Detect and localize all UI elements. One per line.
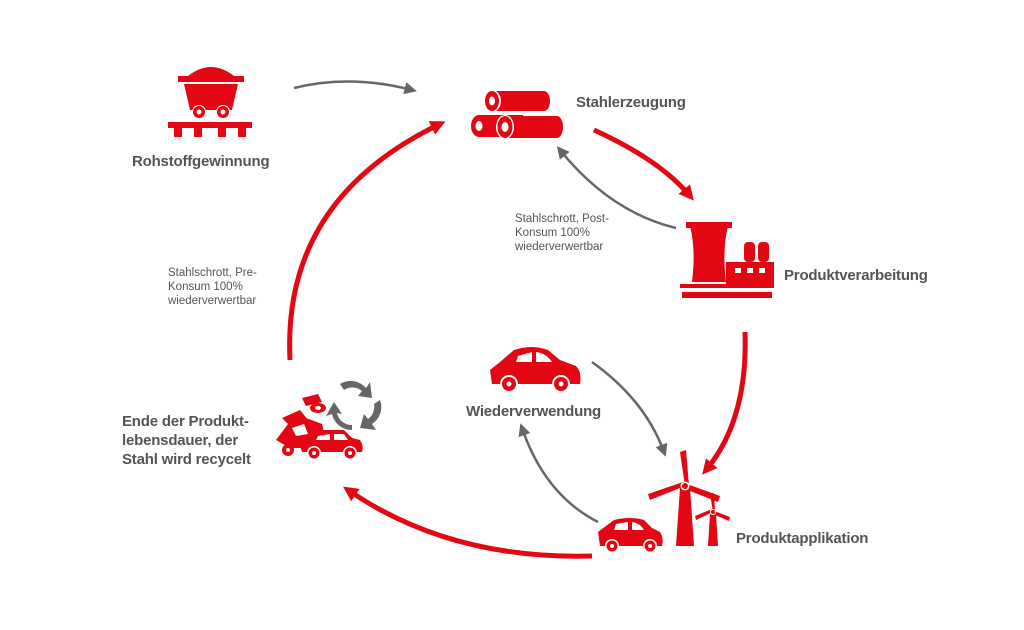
- label-raw-material: Rohstoffgewinnung: [132, 153, 270, 170]
- note-pre-consumer-scrap: Stahlschrott, Pre-Konsum 100% wiederverw…: [168, 267, 257, 307]
- note-post-consumer-scrap: Stahlschrott, Post-Konsum 100% wiederver…: [515, 213, 609, 253]
- arrow-reuse-to-application: [591, 360, 668, 457]
- arrow-processing-to-application: [702, 331, 748, 475]
- steel-pipes-icon: [471, 90, 563, 139]
- label-end-of-life: Ende der Produkt-lebensdauer, der Stahl …: [122, 413, 251, 468]
- arrow-application-back-to-reuse: [518, 423, 599, 524]
- label-reuse: Wiederverwendung: [466, 403, 602, 420]
- scrap-recycling-icon: [276, 380, 382, 460]
- car-icon: [490, 347, 581, 393]
- arrow-raw-to-production: [293, 80, 417, 95]
- factory-icon: [680, 222, 774, 298]
- label-product-processing: Produktverarbeitung: [784, 267, 928, 284]
- label-product-application: Produktapplikation: [736, 530, 869, 547]
- arrow-processing-back-to-production: [556, 146, 677, 230]
- label-steel-production: Stahlerzeugung: [576, 94, 686, 111]
- arrow-production-to-processing: [592, 127, 694, 201]
- wind-turbine-car-icon: [598, 450, 730, 553]
- arrow-application-to-eol: [343, 486, 593, 559]
- arrow-eol-to-production: [287, 121, 446, 361]
- mine-cart-icon: [168, 67, 252, 137]
